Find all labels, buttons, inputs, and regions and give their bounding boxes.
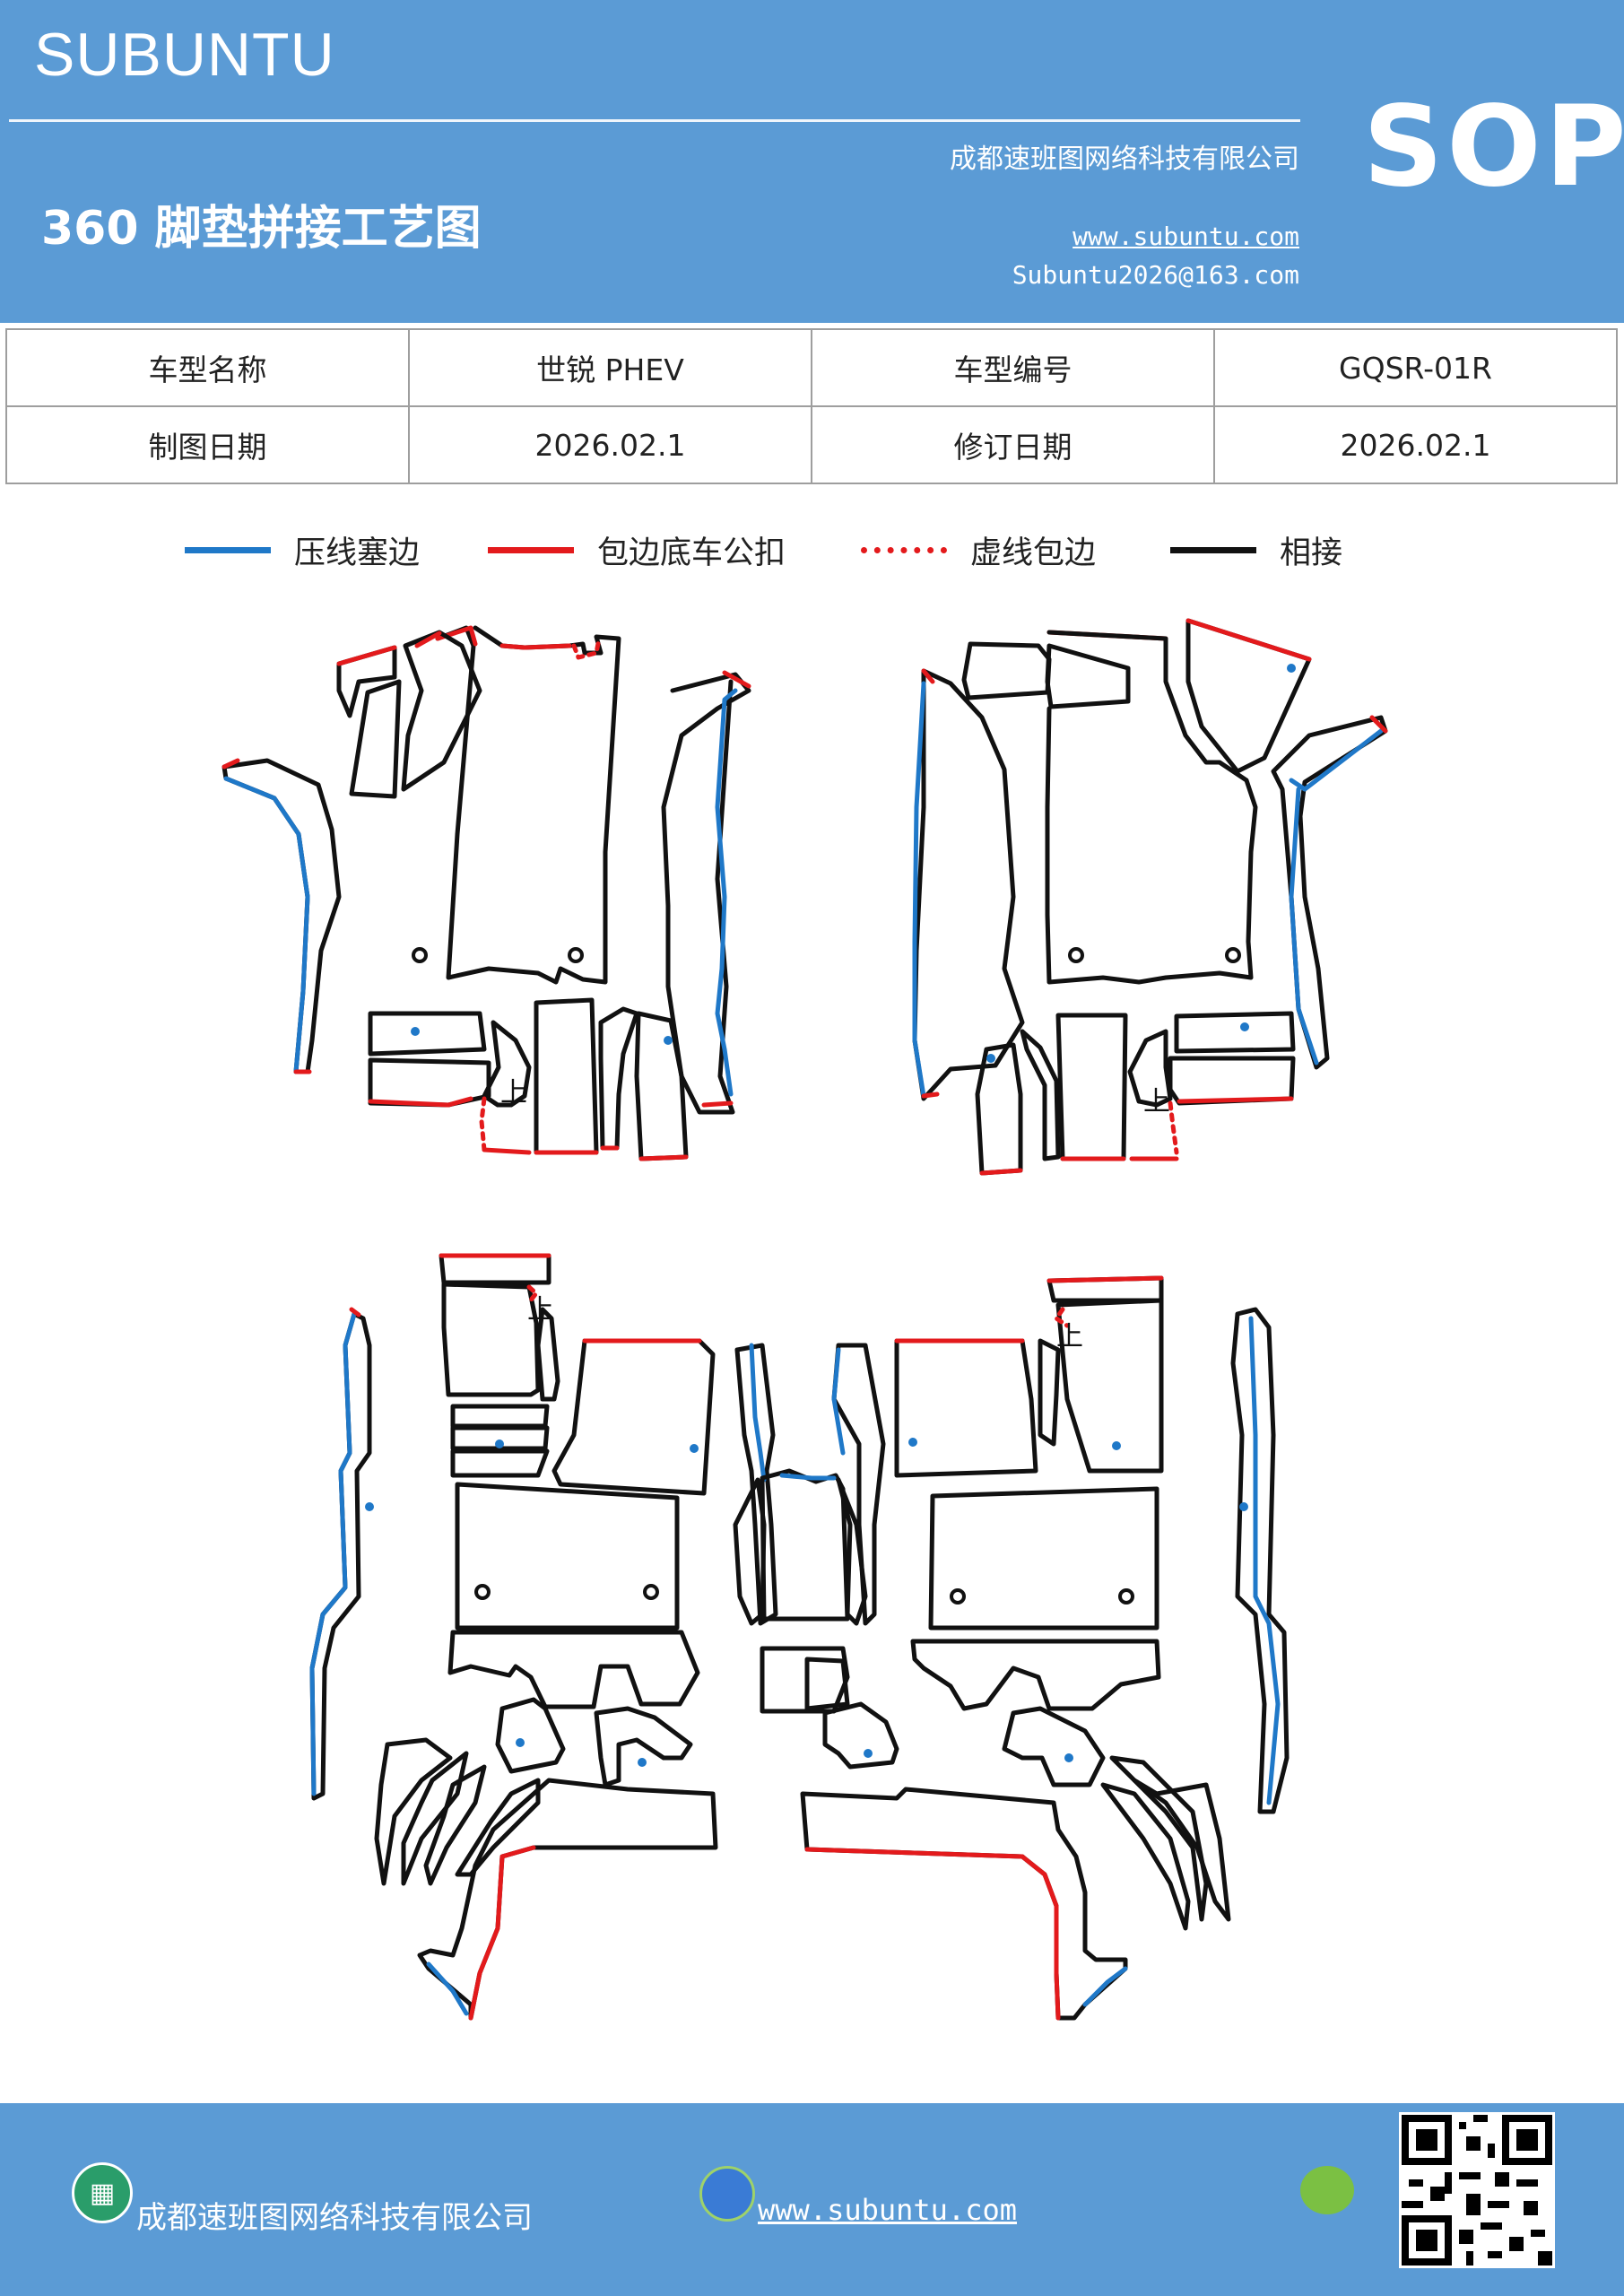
company-name: 成都速班图网络科技有限公司: [950, 144, 1299, 175]
snap-dot: [1064, 1753, 1073, 1762]
mounting-hole: [568, 947, 584, 963]
header-divider: [9, 119, 1300, 122]
qr-code: [1399, 2112, 1555, 2268]
legend-swatch-red: [488, 547, 574, 553]
brand-logo: SUBUNTU: [34, 21, 335, 89]
snap-dot: [908, 1438, 917, 1447]
legend-item-join: 相接: [1170, 527, 1342, 573]
legend-item-edge: 压线塞边: [185, 527, 420, 573]
label-draw-date: 制图日期: [5, 405, 410, 484]
legend-swatch-black: [1170, 547, 1256, 553]
legend-item-dotted: 虚线包边: [861, 527, 1096, 573]
snap-dot: [495, 1439, 504, 1448]
legend-item-binding: 包边底车公扣: [488, 527, 786, 573]
footer-band: ▦ 成都速班图网络科技有限公司 www.subuntu.com: [0, 2103, 1624, 2296]
snap-dot: [516, 1738, 525, 1747]
snap-dot: [864, 1749, 873, 1758]
sop-badge: SOP: [1363, 83, 1624, 212]
label-model-name: 车型名称: [5, 328, 410, 407]
front-right-mat-group: 上: [912, 618, 1388, 1176]
footer-website-link[interactable]: www.subuntu.com: [758, 2193, 1017, 2227]
legend-label: 压线塞边: [294, 535, 421, 571]
snap-dot: [1239, 1502, 1248, 1511]
snap-dot: [664, 1036, 673, 1045]
up-arrow-mark: 上: [1056, 1321, 1083, 1352]
footer-company-name: 成都速班图网络科技有限公司: [136, 2200, 533, 2236]
legend: 压线塞边 包边底车公扣 虚线包边 相接: [0, 527, 1624, 572]
up-arrow-mark: 上: [1143, 1086, 1170, 1118]
mounting-hole: [950, 1588, 966, 1605]
qr-code-image: [1402, 2115, 1552, 2266]
mounting-hole: [643, 1584, 659, 1600]
legend-label: 虚线包边: [970, 535, 1097, 571]
wechat-icon: [1300, 2166, 1354, 2214]
table-row: 车型名称 世锐 PHEV 车型编号 GQSR-01R: [5, 328, 1618, 407]
up-arrow-mark: 上: [500, 1077, 527, 1109]
snap-dot: [411, 1027, 420, 1036]
value-draw-date: 2026.02.1: [408, 405, 812, 484]
rear-left-mat-group: 上: [309, 1253, 778, 2021]
table-row: 制图日期 2026.02.1 修订日期 2026.02.1: [5, 405, 1618, 484]
legend-swatch-red-dotted: [861, 547, 947, 553]
snap-dot: [1240, 1022, 1249, 1031]
vehicle-info-table: 车型名称 世锐 PHEV 车型编号 GQSR-01R 制图日期 2026.02.…: [5, 328, 1618, 484]
value-model-name: 世锐 PHEV: [408, 328, 812, 407]
label-revision-date: 修订日期: [811, 405, 1215, 484]
legend-label: 相接: [1280, 535, 1343, 571]
mounting-hole: [1225, 947, 1241, 963]
snap-dot: [690, 1444, 699, 1453]
label-model-code: 车型编号: [811, 328, 1215, 407]
building-icon: ▦: [72, 2162, 133, 2223]
snap-dot: [638, 1758, 647, 1767]
page-title: 360 脚垫拼接工艺图: [41, 202, 482, 256]
mounting-hole: [474, 1584, 491, 1600]
up-arrow-mark: 上: [527, 1294, 554, 1326]
mounting-hole: [1068, 947, 1084, 963]
snap-dot: [365, 1502, 374, 1511]
globe-icon: [699, 2166, 755, 2222]
snap-dot: [1112, 1441, 1121, 1450]
rear-right-mat-group: 上: [800, 1275, 1290, 2021]
legend-label: 包边底车公扣: [597, 535, 786, 571]
front-left-mat-group: 上: [221, 625, 751, 1161]
website-link[interactable]: www.subuntu.com: [1073, 222, 1299, 251]
mounting-hole: [1118, 1588, 1134, 1605]
rear-center-mat-group: [733, 1343, 886, 1714]
value-revision-date: 2026.02.1: [1213, 405, 1618, 484]
snap-dot: [1287, 664, 1296, 673]
mounting-hole: [412, 947, 428, 963]
header-band: SUBUNTU 360 脚垫拼接工艺图 成都速班图网络科技有限公司 www.su…: [0, 0, 1624, 323]
snap-dot: [986, 1054, 995, 1063]
value-model-code: GQSR-01R: [1213, 328, 1618, 407]
email-address[interactable]: Subuntu2026@163.com: [1012, 260, 1299, 290]
legend-swatch-blue: [185, 547, 271, 553]
